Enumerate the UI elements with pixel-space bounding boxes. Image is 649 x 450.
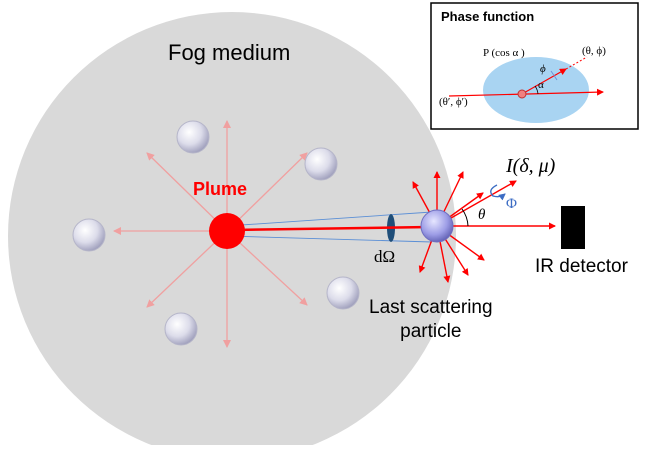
outgoing-direction-label: (θ, ϕ) xyxy=(582,45,606,57)
ir-detector xyxy=(561,206,585,249)
fog-particle xyxy=(72,218,106,252)
ir-detector-label: IR detector xyxy=(535,256,628,277)
last-particle-label: Last scattering particle xyxy=(369,296,493,344)
phase-phi-label: ϕ xyxy=(540,63,546,75)
outgoing-extension xyxy=(565,56,588,70)
phase-particle xyxy=(517,89,527,99)
plume xyxy=(209,213,245,249)
fog-particle xyxy=(326,276,360,310)
fog-particle xyxy=(164,312,198,346)
phase-function-p-label: P (cos α ) xyxy=(483,47,525,59)
phase-function-lobe xyxy=(483,57,589,123)
alpha-label: α xyxy=(538,79,544,91)
theta-label: θ xyxy=(478,207,486,223)
intensity-label: I(δ, μ) xyxy=(506,155,556,177)
fog-particle xyxy=(176,120,210,154)
fog-particle xyxy=(304,147,338,181)
incoming-direction-label: (θ′, ϕ′) xyxy=(439,96,468,108)
solid-angle-label: dΩ xyxy=(374,247,396,266)
last-particle-label-line1: Last scattering xyxy=(369,297,493,318)
scattered-direction xyxy=(521,68,567,95)
solid-angle-cone xyxy=(226,211,433,243)
fog-medium-label: Fog medium xyxy=(168,40,291,65)
phi-indicator xyxy=(550,70,558,81)
theta-arc xyxy=(461,208,469,227)
phi-label: Φ xyxy=(506,196,517,212)
main-beam xyxy=(231,223,431,232)
fog-particles xyxy=(72,120,360,346)
phi-rotation-arrow xyxy=(490,184,506,201)
alpha-arc xyxy=(534,85,539,95)
last-scattering-particle xyxy=(420,209,454,243)
last-particle-label-line2: particle xyxy=(400,321,462,342)
plume-label: Plume xyxy=(193,179,248,199)
phase-function-title: Phase function xyxy=(441,9,535,24)
plume-emission-rays xyxy=(113,120,308,348)
